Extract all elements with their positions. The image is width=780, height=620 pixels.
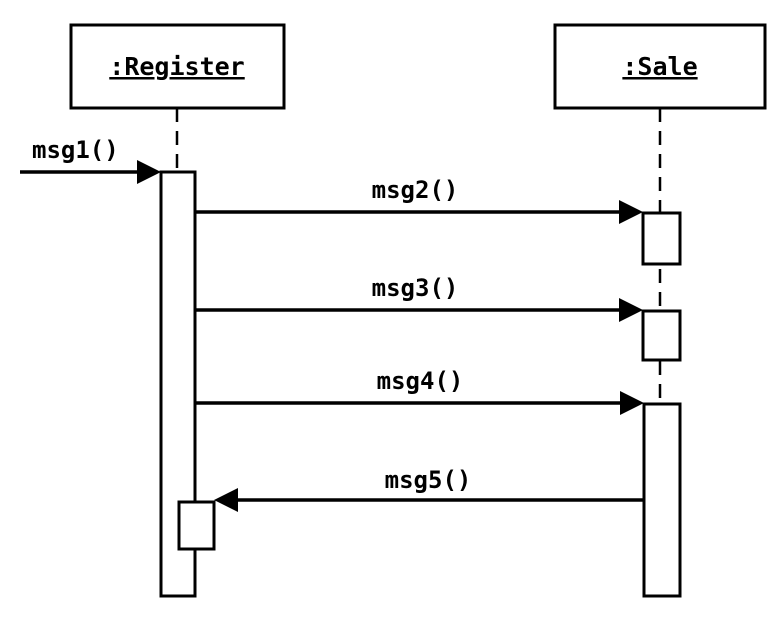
msg2-arrowhead <box>619 200 643 224</box>
lifeline-register: :Register <box>69 23 286 172</box>
message-msg2[interactable]: msg2() <box>195 176 643 224</box>
msg4-label: msg4() <box>377 367 464 395</box>
sale-activation-msg4[interactable] <box>642 402 682 598</box>
sale-activation-msg3[interactable] <box>641 309 682 362</box>
sale-activation-msg2[interactable] <box>641 211 682 266</box>
message-msg1[interactable]: msg1() <box>20 136 161 184</box>
register-label: :Register <box>109 52 244 81</box>
msg1-arrowhead <box>137 160 161 184</box>
msg3-arrowhead <box>619 298 643 322</box>
msg4-arrowhead <box>620 391 644 415</box>
msg5-label: msg5() <box>385 466 472 494</box>
msg1-label: msg1() <box>32 136 119 164</box>
message-msg5[interactable]: msg5() <box>214 466 644 512</box>
register-header-box[interactable] <box>69 23 286 110</box>
message-msg3[interactable]: msg3() <box>195 274 643 322</box>
msg2-label: msg2() <box>372 176 459 204</box>
msg3-label: msg3() <box>372 274 459 302</box>
sale-label: :Sale <box>622 52 697 81</box>
msg5-arrowhead <box>214 488 238 512</box>
register-activation-msg5[interactable] <box>177 500 216 551</box>
lifeline-sale: :Sale <box>553 23 767 404</box>
message-msg4[interactable]: msg4() <box>195 367 644 415</box>
